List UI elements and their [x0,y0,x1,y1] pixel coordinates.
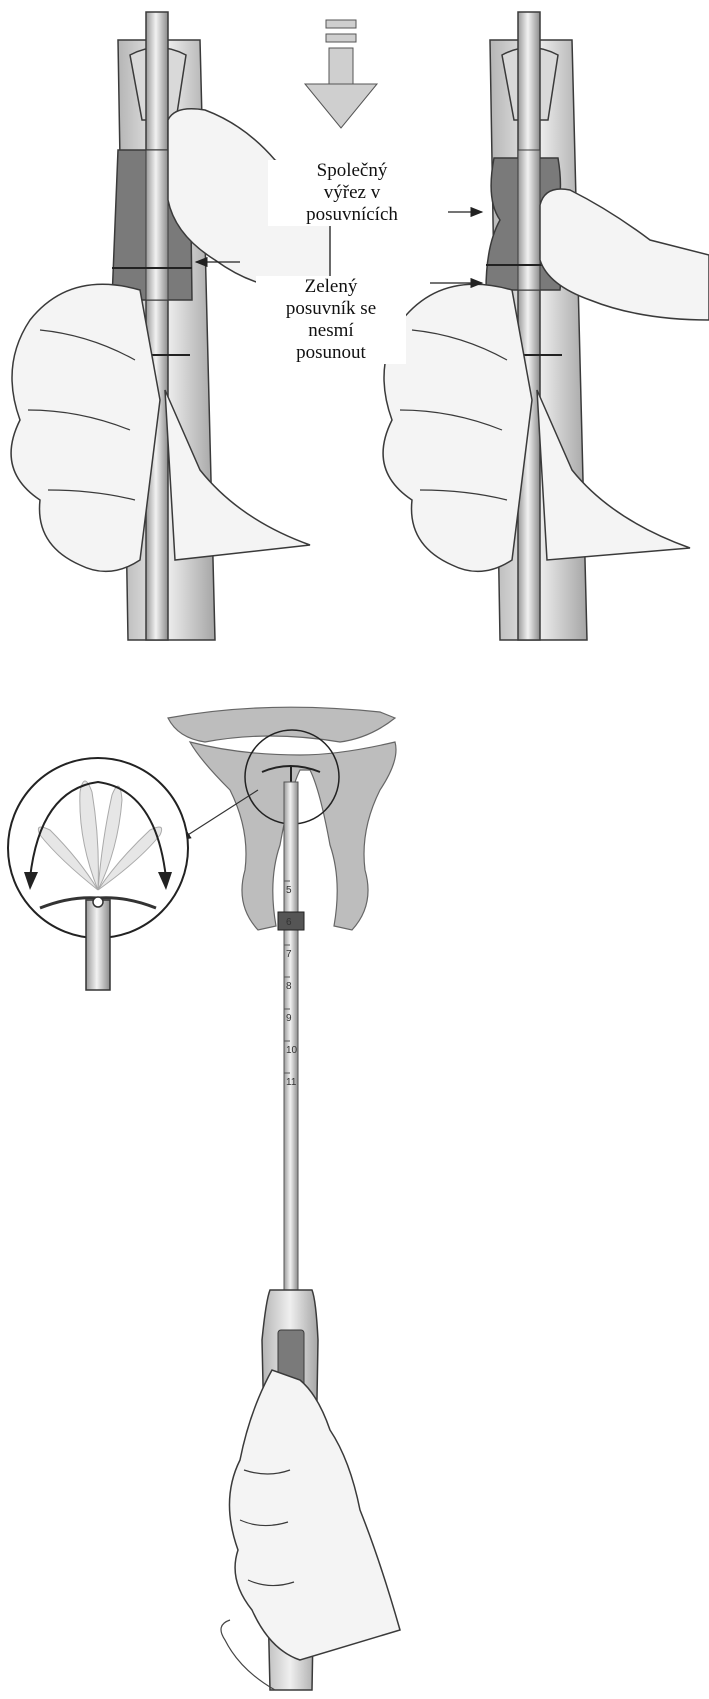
scale-mark-9: 9 [286,1013,292,1024]
inserter-rod-right [518,12,540,640]
glove-hand-left [11,284,160,571]
scale-mark-8: 8 [286,981,292,992]
push-down-arrow [305,20,377,128]
right-panel [383,12,709,640]
inserter-full [221,782,400,1690]
slider-label: Zelený posuvník se nesmí posunout [256,276,406,364]
slider-label-line3: nesmí [256,320,406,342]
inserter-tube [284,782,298,1290]
notch-label: Společný výřez v posuvnících [268,160,436,226]
notch-label-line3: posuvnících [268,204,436,226]
scale-mark-11: 11 [286,1077,297,1088]
uterus-illustration [168,707,396,930]
slider-label-line1: Zelený [256,276,406,298]
inserter-tube-detail [86,900,110,990]
magnified-detail [8,758,188,990]
glove-hand-bottom [229,1370,400,1660]
inserter-rod-left [146,12,168,640]
notch-label-line2: výřez v [268,182,436,204]
slider-label-line4: posunout [256,342,406,364]
scale-mark-6: 6 [286,917,292,928]
slider-label-line2: posuvník se [256,298,406,320]
notch-label-line1: Společný [268,160,436,182]
scale-mark-5: 5 [286,885,292,896]
scale-mark-10: 10 [286,1045,298,1056]
scale-mark-7: 7 [286,949,292,960]
